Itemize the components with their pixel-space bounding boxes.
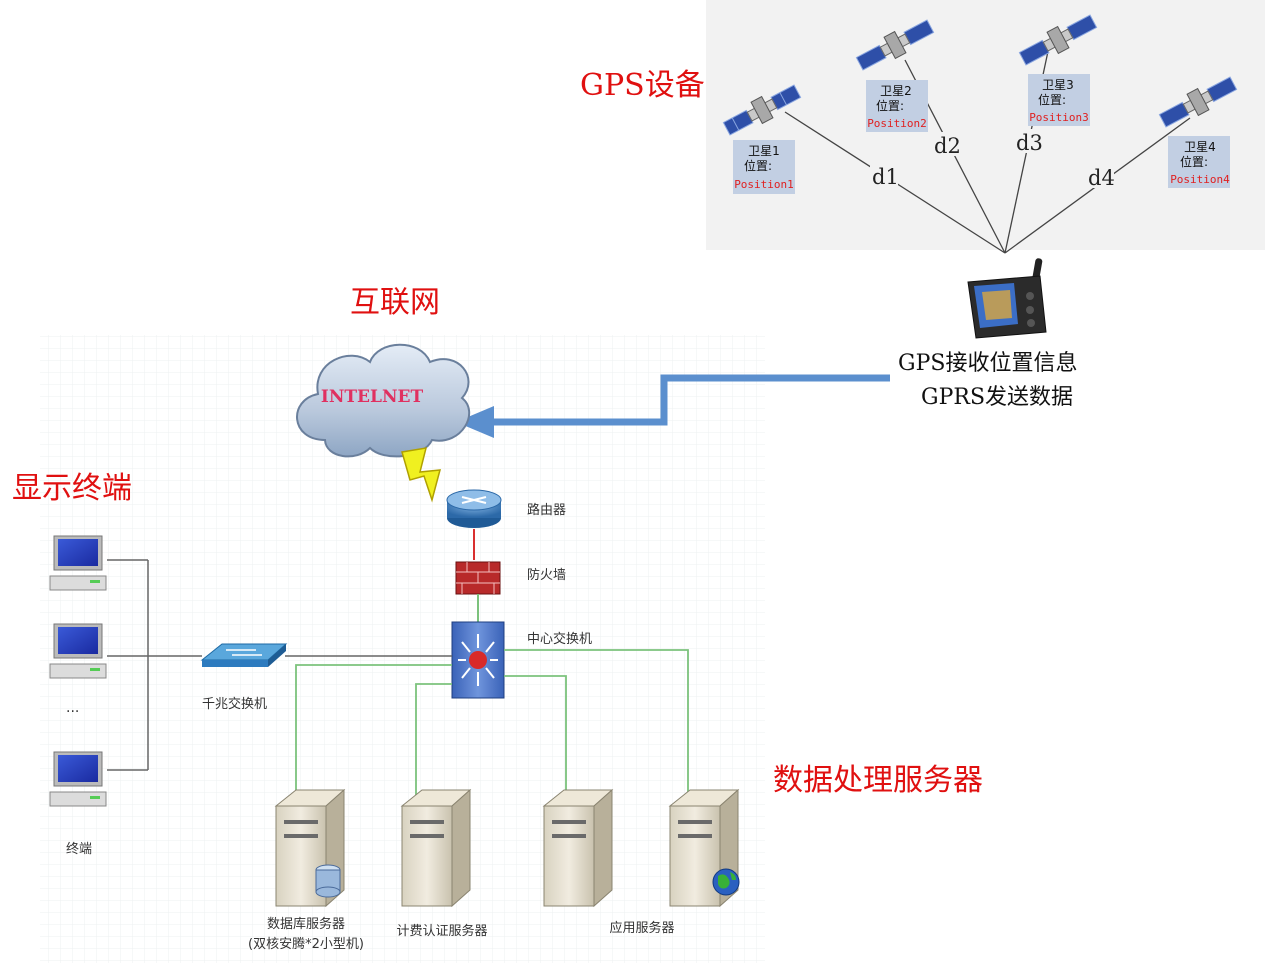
gigabit-switch-label: 千兆交换机 (202, 696, 267, 712)
distance-label-d1: d1 (872, 165, 899, 189)
firewall-label: 防火墙 (527, 567, 566, 583)
server-links (295, 649, 689, 808)
satellite-4-name: 卫星4 (1184, 140, 1216, 154)
satellite-3-position-value: Position3 (1029, 111, 1089, 124)
terminal-2-icon (49, 623, 107, 679)
receiver-text-line1: GPS接收位置信息 (898, 351, 1077, 376)
display-terminal-title: 显示终端 (12, 471, 132, 506)
satellite-3-position-label: 位置: (1038, 92, 1066, 107)
distance-label-d3: d3 (1016, 131, 1043, 155)
application-server-1-icon (542, 788, 614, 908)
application-server-label: 应用服务器 (609, 920, 674, 936)
router-icon (446, 489, 502, 528)
terminal-ellipsis: ... (66, 700, 79, 716)
satellite-1-name: 卫星1 (748, 144, 780, 158)
satellite-2-icon (855, 19, 935, 71)
satellite-4-position-value: Position4 (1170, 173, 1230, 186)
terminal-3-icon (49, 751, 107, 807)
billing-server-icon (400, 788, 472, 908)
terminal-1-icon (49, 535, 107, 591)
receiver-text-line2: GPRS发送数据 (921, 385, 1073, 410)
billing-server-label: 计费认证服务器 (396, 923, 487, 939)
satellite-4-icon (1158, 76, 1238, 128)
terminal-links (107, 559, 202, 771)
satellite-2-name: 卫星2 (880, 84, 912, 98)
satellite-4-info-box (1168, 136, 1230, 188)
satellite-2-position-label: 位置: (876, 98, 904, 113)
gps-device-title: GPS设备 (580, 68, 705, 103)
satellite-4-position-label: 位置: (1180, 154, 1208, 169)
satellite-2-position-value: Position2 (867, 117, 927, 130)
satellite-2-info-box (866, 80, 928, 132)
cloud-label: INTELNET (321, 387, 424, 407)
core-switch-icon (451, 621, 505, 699)
application-server-2-icon (668, 788, 740, 908)
terminal-label: 终端 (66, 841, 92, 857)
satellite-3-icon (1018, 14, 1098, 66)
lightning-icon (401, 447, 442, 503)
data-server-title: 数据处理服务器 (773, 763, 983, 798)
database-server-note: (双核安腾*2小型机) (248, 936, 364, 952)
gps-panel-background (706, 0, 1265, 250)
distance-label-d2: d2 (934, 134, 961, 158)
internet-cloud-icon (296, 343, 471, 458)
satellite-3-info-box (1028, 74, 1090, 126)
database-server-label: 数据库服务器 (267, 916, 345, 932)
database-server-icon (274, 788, 346, 908)
gps-receiver-icon (967, 258, 1047, 339)
core-switch-label: 中心交换机 (527, 631, 592, 647)
gprs-data-arrow (456, 374, 890, 438)
distance-label-d4: d4 (1088, 166, 1115, 190)
satellite-1-info-box (733, 140, 795, 194)
router-label: 路由器 (527, 502, 566, 518)
satellite-1-position-label: 位置: (744, 158, 772, 173)
internet-title: 互联网 (350, 285, 440, 320)
satellite-3-name: 卫星3 (1042, 78, 1074, 92)
gigabit-switch-icon (200, 643, 288, 667)
firewall-icon (455, 561, 501, 595)
satellite-1-icon (722, 84, 802, 136)
satellite-1-position-value: Position1 (734, 178, 794, 191)
